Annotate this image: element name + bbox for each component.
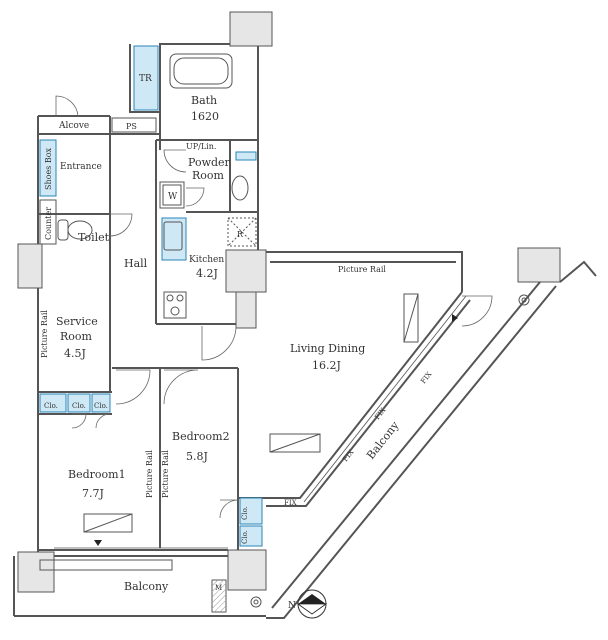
closet-bedroom2-b [239, 525, 263, 547]
fix-label-4: FIX [284, 499, 297, 507]
label-washer: W [168, 192, 178, 202]
clo-label-2: Clo. [72, 402, 86, 410]
kitchen-sink-icon [163, 221, 183, 251]
column-bottom-left [17, 551, 55, 593]
drain-icon [518, 294, 530, 306]
washer-icon [159, 181, 185, 209]
closet-bedroom2-a [239, 497, 263, 525]
doors [55, 95, 493, 519]
living-floor-mark [269, 433, 321, 453]
clo-label-1: Clo. [44, 402, 58, 410]
north-label: N [288, 601, 296, 611]
stove-icon [163, 291, 187, 319]
living-window-mark [403, 293, 419, 343]
annotations: Picture Rail Picture Rail Picture Rail P… [40, 265, 433, 592]
fix-label-3: FIX [341, 448, 355, 463]
picture-rail-bedroom1: Picture Rail [145, 450, 154, 498]
ps-box [111, 117, 157, 133]
refrigerator-icon [227, 217, 257, 247]
north-arrow-icon: N [288, 589, 328, 619]
picture-rail-living: Picture Rail [338, 265, 386, 274]
fix-label-1: FIX [419, 370, 433, 385]
clo-label-3: Clo. [94, 402, 108, 410]
label-shoes-box: Shoes Box [44, 147, 53, 190]
drain-icon [250, 596, 262, 608]
label-powder-room: Room [192, 169, 225, 182]
label-bath-size: 1620 [191, 110, 219, 123]
window-lines [54, 291, 467, 549]
door-clo-bedroom2 [219, 499, 239, 519]
counter-box [39, 199, 57, 245]
door-toilet [109, 213, 133, 237]
label-alcove: Alcove [58, 121, 89, 131]
toilet-icon [67, 220, 93, 240]
label-bath: Bath [191, 94, 217, 107]
clo-label-4: Clo. [241, 506, 249, 520]
toilet-tank [57, 219, 69, 241]
picture-rail-service: Picture Rail [40, 310, 49, 358]
powder-sink-icon [231, 175, 249, 201]
label-bedroom2: Bedroom2 [172, 430, 230, 443]
label-kitchen-size: 4.2J [196, 267, 218, 280]
label-service-size: 4.5J [64, 347, 86, 360]
column-top-right [229, 11, 273, 47]
label-ps: PS [126, 122, 137, 131]
label-bedroom2-size: 5.8J [186, 450, 208, 463]
label-bedroom1-size: 7.7J [82, 487, 104, 500]
label-balcony-bottom: Balcony [124, 580, 169, 593]
label-service-room: Room [60, 330, 93, 343]
label-kitchen: Kitchen [189, 255, 224, 265]
door-service-closet [95, 413, 111, 429]
label-powder: Powder [188, 156, 231, 169]
label-bedroom1: Bedroom1 [68, 468, 126, 481]
shoes-box [39, 139, 57, 197]
column-living-stub [235, 291, 257, 329]
label-refrigerator: R [237, 230, 244, 239]
closet-service-3 [91, 393, 111, 413]
structural-columns [17, 11, 561, 593]
tr-storage [133, 45, 159, 111]
door-powder [163, 149, 187, 173]
closet-service-1 [39, 393, 67, 413]
bedroom1-floor-mark [83, 513, 133, 533]
label-entrance: Entrance [60, 162, 102, 172]
label-up-lin: UP/Lin. [186, 142, 216, 151]
label-tr: TR [139, 74, 152, 84]
label-living: Living Dining [290, 342, 365, 355]
entry-arrow-icon [452, 314, 458, 322]
room-labels: TR Bath 1620 Alcove PS UP/Lin. Shoes Box… [44, 74, 402, 593]
clo-label-5: Clo. [241, 530, 249, 544]
door-entrance [55, 95, 79, 117]
column-bottom-mid [227, 549, 267, 591]
door-service-closet [71, 413, 87, 429]
up-lin-shelf [235, 151, 257, 161]
closet-service-2 [67, 393, 91, 413]
label-service: Service [56, 315, 98, 328]
label-counter: Counter [44, 207, 53, 240]
door-bedroom2 [163, 369, 199, 405]
meter-label: M [215, 584, 222, 592]
door-hall [201, 325, 237, 361]
column-left-mid [17, 243, 43, 289]
balcony-rail [39, 559, 173, 571]
label-living-size: 16.2J [312, 359, 341, 372]
door-bedroom1 [115, 369, 151, 405]
picture-rail-bedroom2: Picture Rail [161, 450, 170, 498]
fixtures [39, 53, 530, 613]
fix-label-2: FIX [373, 406, 387, 421]
door-living-balcony [461, 295, 493, 327]
bathtub-icon [169, 53, 233, 89]
door-washroom [185, 187, 205, 207]
label-hall: Hall [124, 257, 148, 270]
label-toilet: Toilet [78, 231, 110, 244]
column-kitchen [225, 249, 267, 293]
entry-arrow-icon [94, 540, 102, 546]
column-far-right [517, 247, 561, 283]
